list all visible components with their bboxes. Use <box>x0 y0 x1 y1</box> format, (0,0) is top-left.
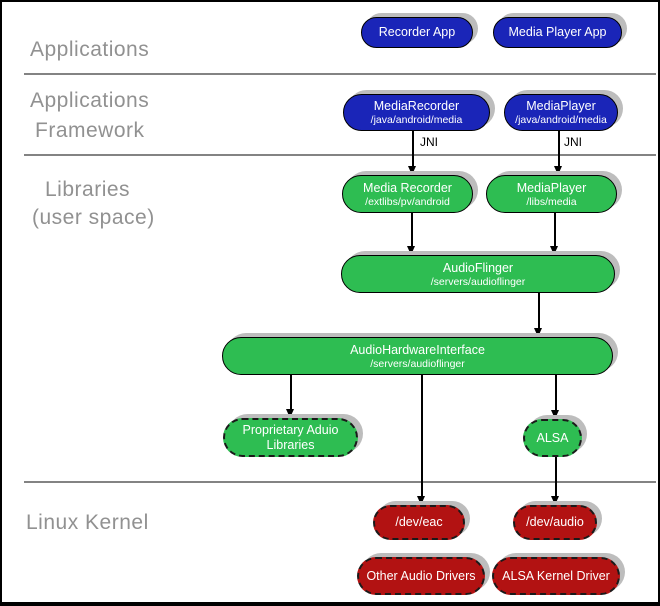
box-proprietary-audio-libraries: Proprietary Aduio Libraries <box>223 418 358 457</box>
section-divider <box>24 154 656 156</box>
arrow-down-icon <box>534 328 542 337</box>
box-title: AudioHardwareInterface <box>350 342 485 357</box>
box-title: /dev/eac <box>395 515 443 529</box>
arrow-down-icon <box>550 246 558 255</box>
box-title: MediaRecorder <box>373 99 460 113</box>
section-divider <box>24 73 656 75</box>
jni-label: JNI <box>420 135 438 149</box>
arrow-down-icon <box>408 166 416 175</box>
box-title: Other Audio Drivers <box>366 568 476 583</box>
box-title: Recorder App <box>378 25 456 39</box>
label-line: (user space) <box>32 206 155 229</box>
box-recorder-app: Recorder App <box>361 17 473 48</box>
section-label-applications-framework: Applications Framework <box>30 86 149 146</box>
box-title: MediaPlayer <box>526 99 596 113</box>
section-label-linux-kernel: Linux Kernel <box>26 511 149 534</box>
connector-alsa-to-dev-audio-line <box>555 457 557 497</box>
box-title: AudioFlinger <box>442 260 514 275</box>
box-title: Media Player App <box>508 25 607 39</box>
box-subtitle: /extlibs/pv/android <box>365 195 450 208</box>
connector-ahi-to-proprietary-line <box>290 375 292 410</box>
arrow-down-icon <box>407 246 415 255</box>
box-title: ALSA <box>536 430 569 445</box>
label-line: Libraries <box>45 178 131 201</box>
box-title: ALSA Kernel Driver <box>502 568 610 583</box>
box-title: Media Recorder <box>363 180 452 195</box>
box-subtitle: /java/android/media <box>370 114 463 126</box>
box-subtitle: /servers/audioflinger <box>430 275 526 288</box>
connector-audioflinger-to-ahi-line <box>538 293 540 329</box>
connector-recorder-to-audioflinger-line <box>411 213 413 247</box>
connector-ahi-to-dev-eac-line <box>421 375 423 497</box>
box-mediaplayer-framework: MediaPlayer /java/android/media <box>504 94 618 131</box>
arrow-down-icon <box>554 166 562 175</box>
box-subtitle: /libs/media <box>526 195 577 208</box>
label-line: Applications <box>30 89 150 112</box>
box-title: Libraries <box>266 437 315 452</box>
arrow-down-icon <box>551 496 559 505</box>
box-audioflinger: AudioFlinger /servers/audioflinger <box>341 255 615 293</box>
connector-mediaplayer-jni-line <box>558 131 560 167</box>
box-media-recorder-library: Media Recorder /extlibs/pv/android <box>342 175 473 213</box>
label-line: Framework <box>35 119 145 142</box>
box-title: MediaPlayer <box>516 180 587 195</box>
box-subtitle: /java/android/media <box>515 114 607 126</box>
box-mediaplayer-library: MediaPlayer /libs/media <box>486 175 617 213</box>
box-mediarecorder-framework: MediaRecorder /java/android/media <box>343 94 490 131</box>
connector-ahi-to-alsa-line <box>555 375 557 411</box>
box-alsa: ALSA <box>523 419 582 457</box>
connector-player-to-audioflinger-line <box>554 213 556 247</box>
box-dev-eac: /dev/eac <box>373 505 465 540</box>
jni-label: JNI <box>564 135 582 149</box>
box-media-player-app: Media Player App <box>493 17 622 48</box>
connector-mediarecorder-jni-line <box>412 131 414 167</box>
arrow-down-icon <box>286 409 294 418</box>
arrow-down-icon <box>417 496 425 505</box>
box-title: Proprietary Aduio <box>242 422 339 437</box>
section-label-libraries-user-space: Libraries (user space) <box>32 176 155 232</box>
box-subtitle: /servers/audioflinger <box>370 357 465 370</box>
section-divider <box>24 481 656 483</box>
box-dev-audio: /dev/audio <box>513 505 597 540</box>
box-alsa-kernel-driver: ALSA Kernel Driver <box>492 557 620 595</box>
box-other-audio-drivers: Other Audio Drivers <box>357 557 485 595</box>
arrow-down-icon <box>551 410 559 419</box>
section-label-applications: Applications <box>30 38 150 61</box>
box-audiohardwareinterface: AudioHardwareInterface /servers/audiofli… <box>222 337 613 375</box>
box-title: /dev/audio <box>526 515 584 529</box>
